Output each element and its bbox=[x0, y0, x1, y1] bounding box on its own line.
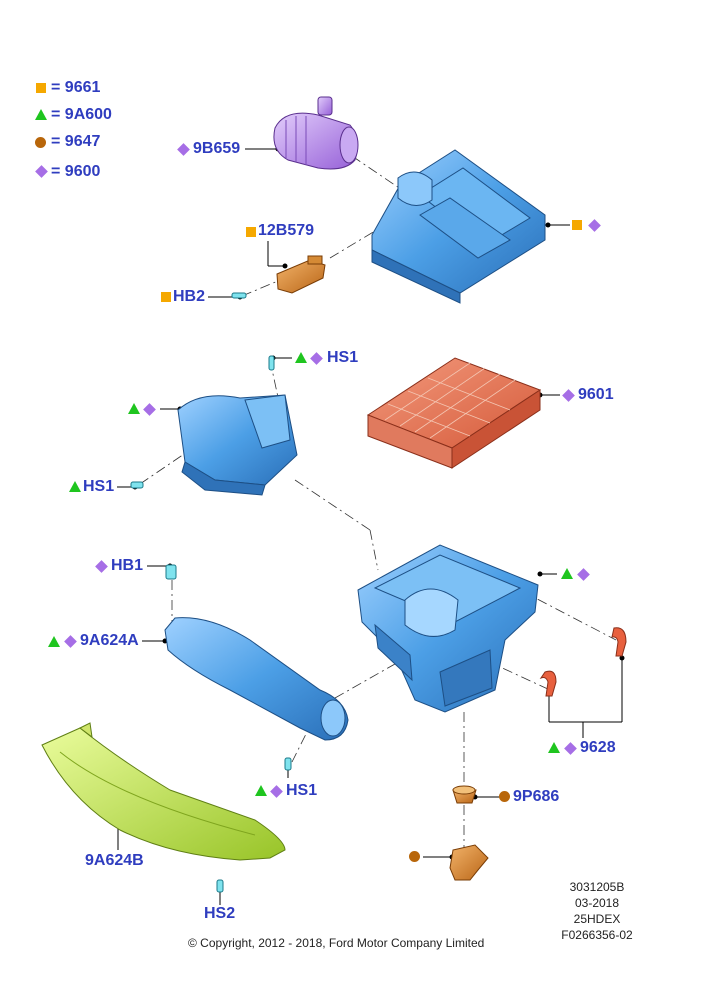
assembly-centerlines bbox=[139, 155, 617, 852]
callout-9P686: 9P686 bbox=[513, 788, 560, 805]
clamps-9628 bbox=[539, 627, 627, 697]
callout-HS1-left: HS1 bbox=[83, 478, 115, 495]
legend-9600: = 9600 bbox=[51, 163, 101, 180]
triangle-marker-icon bbox=[561, 568, 573, 579]
callout-HB1: HB1 bbox=[111, 557, 144, 574]
callout-HB2: HB2 bbox=[173, 288, 206, 305]
square-marker-icon bbox=[36, 83, 46, 93]
inlet-duct-9A624A bbox=[164, 564, 349, 741]
legend-9A600: = 9A600 bbox=[51, 106, 112, 123]
callout-9628: 9628 bbox=[580, 739, 616, 756]
resonator-9A624B bbox=[41, 722, 286, 861]
triangle-marker-icon bbox=[35, 109, 47, 120]
triangle-marker-icon bbox=[255, 785, 267, 796]
square-marker-icon bbox=[161, 292, 171, 302]
callout-9B659: 9B659 bbox=[193, 140, 241, 157]
intake-duct-9B659 bbox=[273, 96, 359, 170]
callout-12B579: 12B579 bbox=[258, 222, 315, 239]
drawing-metadata: 3031205B 03-2018 25HDEX F0266356-02 bbox=[560, 879, 634, 943]
air-cleaner-cover bbox=[371, 149, 546, 304]
triangle-marker-icon bbox=[295, 352, 307, 363]
circle-marker-icon bbox=[35, 137, 46, 148]
filter-element-9601 bbox=[366, 357, 542, 469]
mount-bracket bbox=[449, 844, 489, 881]
callout-9A624A: 9A624A bbox=[80, 632, 139, 649]
mass-air-flow-sensor bbox=[276, 255, 326, 294]
square-marker-icon bbox=[572, 220, 582, 230]
leader-lines bbox=[117, 148, 623, 905]
legend-9661: = 9661 bbox=[51, 79, 101, 96]
triangle-marker-icon bbox=[128, 403, 140, 414]
lower-air-box bbox=[357, 544, 539, 713]
screws-hs1 bbox=[130, 355, 292, 893]
air-box-side-cover bbox=[177, 394, 298, 496]
copyright-notice: © Copyright, 2012 - 2018, Ford Motor Com… bbox=[188, 936, 485, 950]
leader-dots bbox=[115, 146, 625, 889]
circle-marker-icon bbox=[409, 851, 420, 862]
figure-number: F0266356-02 bbox=[561, 928, 633, 942]
triangle-marker-icon bbox=[48, 636, 60, 647]
mount-9P686 bbox=[452, 785, 477, 804]
square-marker-icon bbox=[246, 227, 256, 237]
callout-9A624B: 9A624B bbox=[85, 852, 144, 869]
callout-HS2: HS2 bbox=[204, 905, 236, 922]
screw-hb2 bbox=[231, 292, 247, 299]
legend-9647: = 9647 bbox=[51, 133, 101, 150]
callout-HS1-top: HS1 bbox=[327, 349, 359, 366]
triangle-marker-icon bbox=[69, 481, 81, 492]
callout-HS1-bottom: HS1 bbox=[286, 782, 318, 799]
drawing-code: 3031205B bbox=[569, 880, 625, 894]
model-code: 25HDEX bbox=[573, 912, 621, 926]
circle-marker-icon bbox=[499, 791, 510, 802]
callout-9601: 9601 bbox=[578, 386, 614, 403]
triangle-marker-icon bbox=[548, 742, 560, 753]
drawing-date: 03-2018 bbox=[574, 896, 620, 910]
